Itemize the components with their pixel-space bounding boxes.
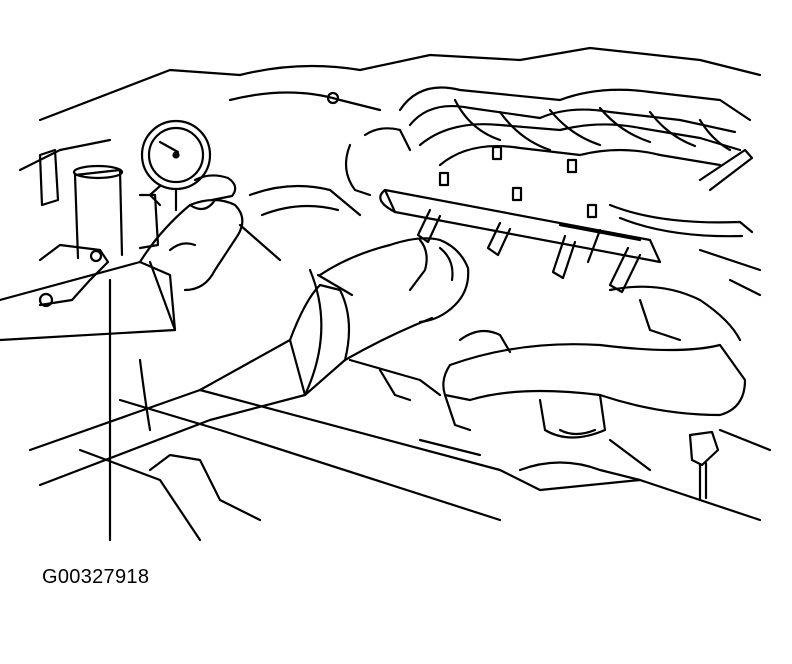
- manifold-studs: [328, 93, 596, 217]
- engine-fuel-pressure-illustration: [0, 0, 792, 560]
- sleeve-right: [30, 270, 352, 485]
- hand-left: [0, 200, 242, 340]
- coolant-hose: [443, 344, 745, 437]
- engine-bay-outline: [20, 48, 760, 170]
- intake-manifold: [400, 88, 750, 166]
- left-bracket: [40, 150, 108, 306]
- right-side-components: [610, 250, 770, 450]
- dipstick-handle: [690, 432, 718, 500]
- filler-neck: [74, 166, 158, 258]
- hose-clamp: [445, 331, 510, 430]
- figure-caption: G00327918: [42, 566, 150, 588]
- vacuum-hoses: [240, 128, 410, 260]
- engine-block: [80, 280, 760, 540]
- hand-right: [320, 238, 468, 360]
- fuel-return-line: [610, 150, 752, 236]
